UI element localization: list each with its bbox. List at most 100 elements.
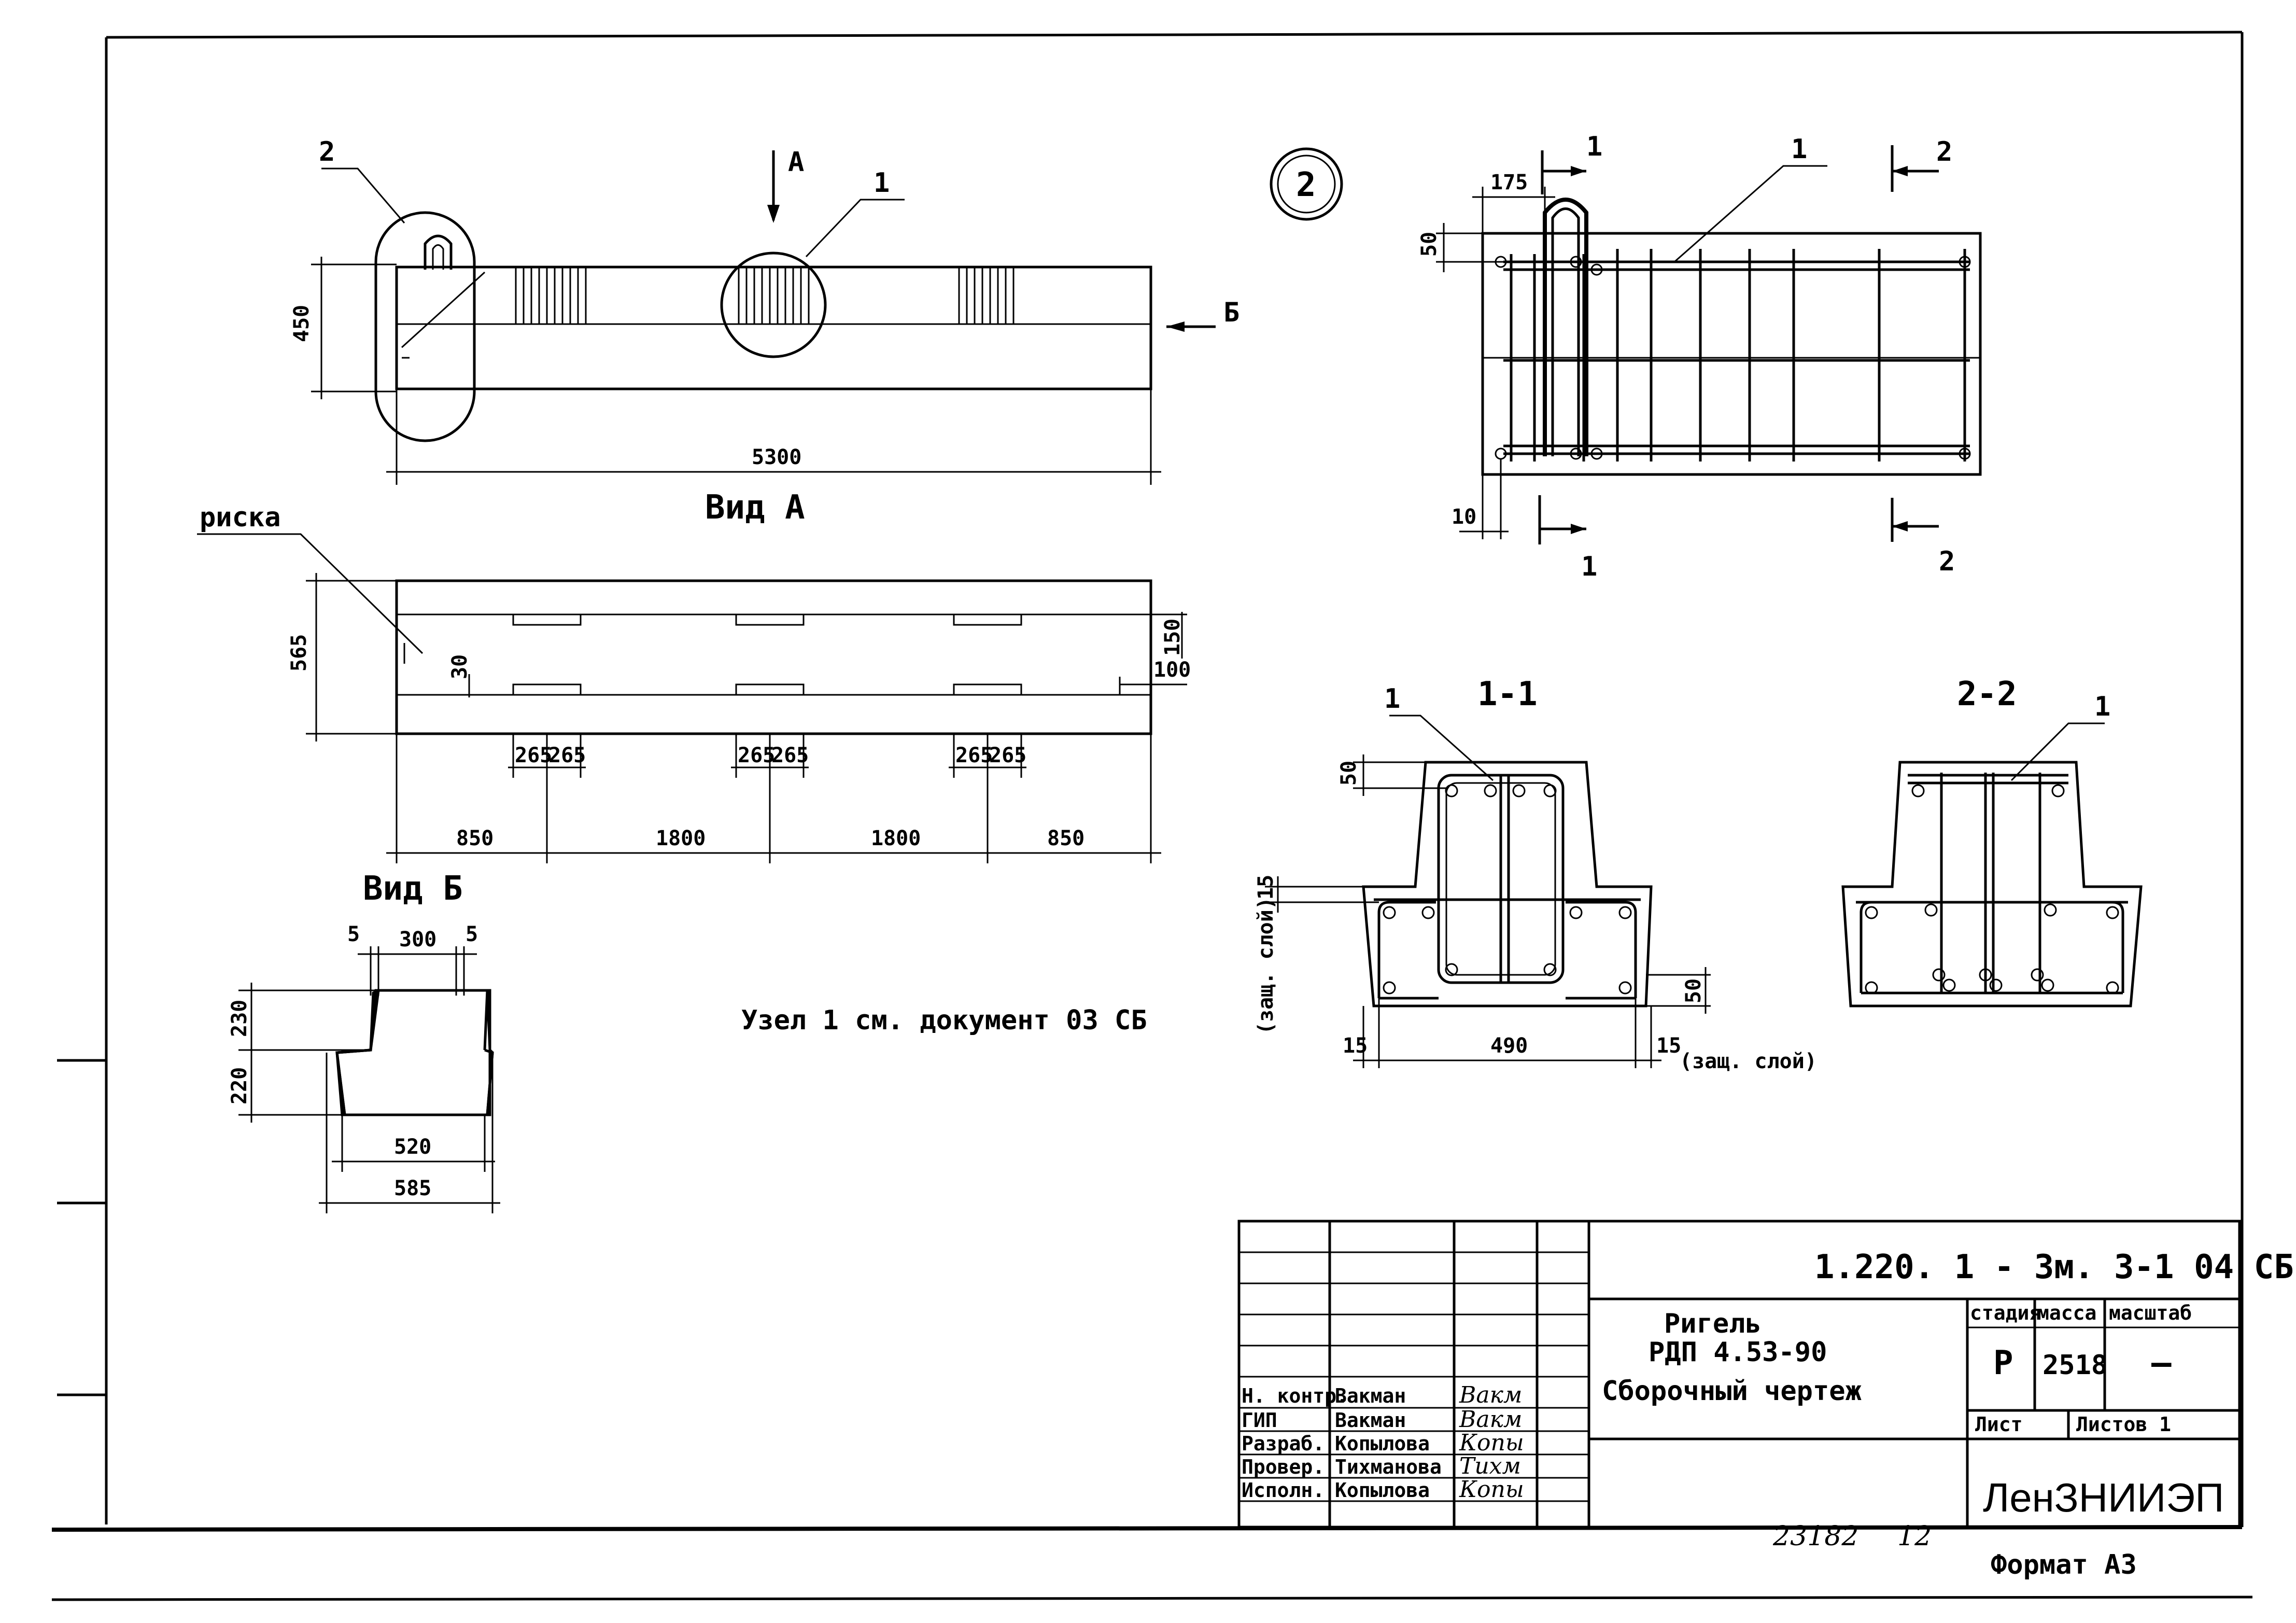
staff-role-2: Разраб. bbox=[1242, 1432, 1325, 1455]
staff-role-3: Провер. bbox=[1242, 1456, 1325, 1478]
scale-value: — bbox=[2151, 1344, 2172, 1382]
title-block: 1.220. 1 - 3м. 3-1 04 СБ Ригель РДП 4.53… bbox=[1237, 1220, 2294, 1529]
dim-520: 520 bbox=[394, 1135, 431, 1159]
staff-name-3: Тихманова bbox=[1335, 1456, 1442, 1478]
dim-50-top: 50 bbox=[1337, 761, 1361, 786]
dim-265-6: 265 bbox=[989, 744, 1026, 767]
dim-15-bottom: 15 bbox=[1343, 1034, 1368, 1058]
staff-sign-0: Вакм bbox=[1459, 1382, 1522, 1408]
staff-name-2: Копылова bbox=[1335, 1432, 1430, 1455]
doc-code: 1.220. 1 - 3м. 3-1 04 СБ bbox=[1814, 1248, 2294, 1286]
detail-2: 2 1 1 bbox=[1270, 131, 1982, 582]
section-1-1-title: 1-1 bbox=[1477, 675, 1538, 713]
dim-265-3: 265 bbox=[738, 744, 775, 767]
view-b-title: Вид Б bbox=[363, 870, 463, 908]
stirrup-hatch-right bbox=[958, 267, 1015, 324]
staff-role-1: ГИП bbox=[1242, 1409, 1277, 1432]
cover-right: (защ. слой) bbox=[1680, 1050, 1817, 1073]
dim-50-right: 50 bbox=[1682, 978, 1706, 1003]
stage-value: Р bbox=[1993, 1344, 2013, 1382]
span-4: 850 bbox=[1047, 827, 1084, 850]
dim-150: 150 bbox=[1161, 619, 1185, 656]
dim-265-2: 265 bbox=[548, 744, 586, 767]
dim-height-450: 450 bbox=[290, 305, 314, 342]
section-2-2: 2-2 1 bbox=[1841, 675, 2143, 1008]
section-2-2-pos: 1 bbox=[2094, 691, 2110, 722]
archive-number: 23182 bbox=[1772, 1521, 1858, 1552]
staff-sign-3: Тихм bbox=[1459, 1453, 1521, 1479]
cut-2-top: 2 bbox=[1936, 136, 1952, 167]
view-a: Вид А риска 565 30 150 100 265 2 bbox=[197, 488, 1191, 863]
detail-2-circle bbox=[1270, 147, 1343, 221]
staff-role-0: Н. контр. bbox=[1242, 1384, 1348, 1407]
staff-name-0: Вакман bbox=[1335, 1384, 1406, 1407]
dim-50: 50 bbox=[1417, 232, 1441, 257]
dim-265-1: 265 bbox=[515, 744, 552, 767]
dim-5-left: 5 bbox=[347, 922, 360, 946]
dim-length-5300: 5300 bbox=[752, 445, 801, 469]
dim-230: 230 bbox=[228, 1000, 251, 1037]
detail-stirrups bbox=[1510, 249, 1966, 461]
col-mass: масса bbox=[2037, 1302, 2096, 1324]
staff-role-4: Исполн. bbox=[1242, 1479, 1325, 1502]
dim-300: 300 bbox=[399, 928, 436, 952]
dim-585: 585 bbox=[394, 1177, 431, 1200]
dim-100: 100 bbox=[1153, 658, 1191, 682]
node-2-outline bbox=[374, 211, 476, 442]
dim-265-4: 265 bbox=[771, 744, 809, 767]
span-3: 1800 bbox=[871, 827, 921, 850]
mass-value: 2518 bbox=[2043, 1350, 2107, 1381]
callout-node-2: 2 bbox=[319, 136, 335, 167]
callout-detail-1: 1 bbox=[874, 167, 890, 199]
dim-15-right: 15 bbox=[1656, 1034, 1681, 1058]
node-1-circle bbox=[720, 251, 827, 358]
detail-pos-1: 1 bbox=[1791, 134, 1807, 165]
view-a-title: Вид А bbox=[705, 488, 805, 527]
dim-height-565: 565 bbox=[287, 634, 311, 671]
dim-265-5: 265 bbox=[955, 744, 993, 767]
staff-sign-4: Копы bbox=[1459, 1476, 1524, 1503]
sheet-label: Лист bbox=[1975, 1413, 2023, 1436]
staff-name-1: Вакман bbox=[1335, 1409, 1406, 1432]
page-number: 12 bbox=[1897, 1521, 1932, 1552]
section-1-1-pos: 1 bbox=[1384, 683, 1400, 715]
col-scale: масштаб bbox=[2109, 1302, 2192, 1324]
dim-175: 175 bbox=[1490, 171, 1528, 194]
node-note: Узел 1 см. документ 03 СБ bbox=[741, 1005, 1147, 1036]
dim-490: 490 bbox=[1490, 1034, 1528, 1058]
view-arrow-a: А bbox=[788, 147, 804, 178]
stirrup-hatch-mid bbox=[738, 267, 810, 324]
detail-2-circle-label: 2 bbox=[1296, 166, 1316, 204]
section-outline bbox=[335, 989, 491, 1116]
stirrup-hatch-left bbox=[515, 267, 587, 324]
org-name: ЛенЗНИИЭП bbox=[1983, 1475, 2224, 1520]
section-2-2-outline bbox=[1841, 761, 2143, 1008]
dim-5-right: 5 bbox=[466, 922, 478, 946]
leader-riska: риска bbox=[200, 502, 281, 533]
name-line-1: Ригель bbox=[1664, 1308, 1762, 1339]
dim-15-left: 15 bbox=[1254, 875, 1278, 900]
span-2: 1800 bbox=[656, 827, 706, 850]
cut-2-bottom: 2 bbox=[1939, 546, 1955, 577]
cut-1-top: 1 bbox=[1586, 131, 1602, 162]
main-view: 2 1 А Б 450 5300 bbox=[290, 136, 1239, 485]
staff-name-4: Копылова bbox=[1335, 1479, 1430, 1502]
format-label: Формат А3 bbox=[1991, 1549, 2137, 1580]
section-1-1: 1-1 1 50 15 (защ. слой) 15 bbox=[1254, 675, 1817, 1073]
col-stage: стадия bbox=[1970, 1302, 2041, 1324]
cover-left: (защ. слой) bbox=[1254, 897, 1278, 1034]
staff-sign-2: Копы bbox=[1459, 1430, 1524, 1456]
dim-220: 220 bbox=[228, 1067, 251, 1104]
staff-sign-1: Вакм bbox=[1459, 1406, 1522, 1433]
name-line-2: РДП 4.53-90 bbox=[1649, 1337, 1827, 1368]
name-line-3: Сборочный чертеж bbox=[1602, 1376, 1862, 1407]
view-arrow-b: Б bbox=[1223, 297, 1239, 328]
dim-30: 30 bbox=[448, 654, 472, 679]
span-1: 850 bbox=[456, 827, 494, 850]
section-2-2-title: 2-2 bbox=[1957, 675, 2017, 713]
view-b: Вид Б 300 5 5 230 220 520 585 bbox=[228, 870, 500, 1213]
cut-1-bottom: 1 bbox=[1581, 551, 1597, 582]
dim-10: 10 bbox=[1452, 505, 1476, 529]
sheets-label: Листов 1 bbox=[2076, 1413, 2171, 1436]
